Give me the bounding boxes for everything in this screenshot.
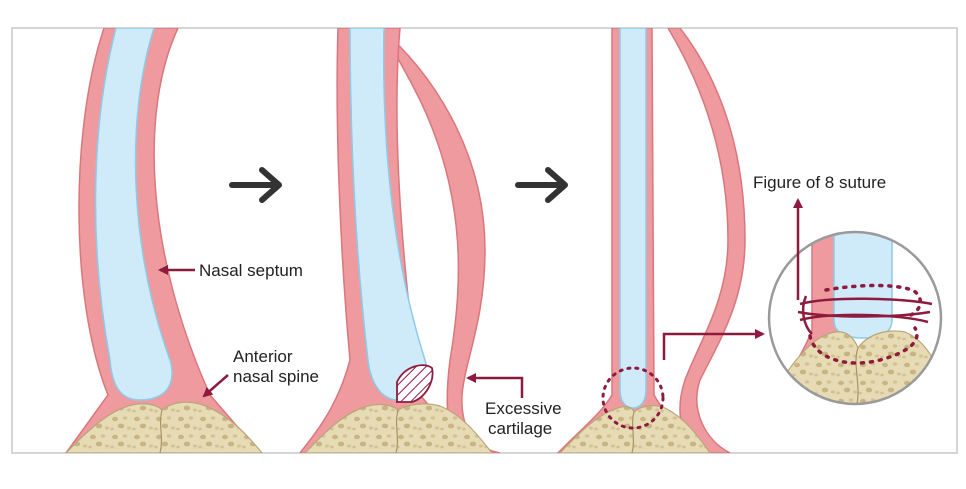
excessive-cartilage-hatch [396, 364, 434, 403]
right-arrow-icon [515, 167, 568, 203]
excessive-cartilage-pointer-icon [466, 373, 524, 398]
septal-cartilage [619, 28, 647, 409]
suture-knot [801, 295, 813, 335]
excessive-cartilage-label-line1: Excessive [485, 399, 562, 418]
lateral-wall-mucosa [667, 28, 746, 453]
bone-base [65, 401, 263, 453]
zoom-border [767, 230, 943, 406]
zoom-pointer-icon [662, 329, 765, 360]
zoom-inset [767, 230, 943, 406]
bone-suture-line [159, 409, 163, 453]
excessive-cartilage-label-line2: cartilage [488, 419, 552, 438]
panel-straightened-septum [556, 28, 746, 453]
anterior-nasal-spine-pointer-icon [202, 374, 229, 398]
suture-bottom-loop [808, 326, 919, 365]
anterior-nasal-spine-label-line1: Anterior [233, 347, 293, 366]
panel-deviated-septum [65, 28, 263, 453]
nasal-septum-label: Nasal septum [199, 261, 303, 280]
suture-thread-2 [797, 310, 931, 318]
septal-cartilage [94, 28, 173, 401]
bone-suture-line [395, 409, 399, 453]
figure8-suture-label: Figure of 8 suture [753, 173, 886, 192]
bone-suture-line [631, 411, 635, 453]
lateral-wall-mucosa [379, 28, 501, 453]
anterior-nasal-spine-label-line2: nasal spine [233, 367, 319, 386]
zoom-cartilage [833, 232, 893, 339]
suture-thread-1 [799, 297, 933, 306]
suture-thread-3 [799, 313, 929, 324]
suture-site-circle [601, 366, 665, 430]
panel-partially-corrected [299, 28, 501, 453]
suture-top-loop [824, 283, 922, 318]
bone-base [559, 405, 711, 453]
right-arrow-icon [229, 167, 282, 203]
